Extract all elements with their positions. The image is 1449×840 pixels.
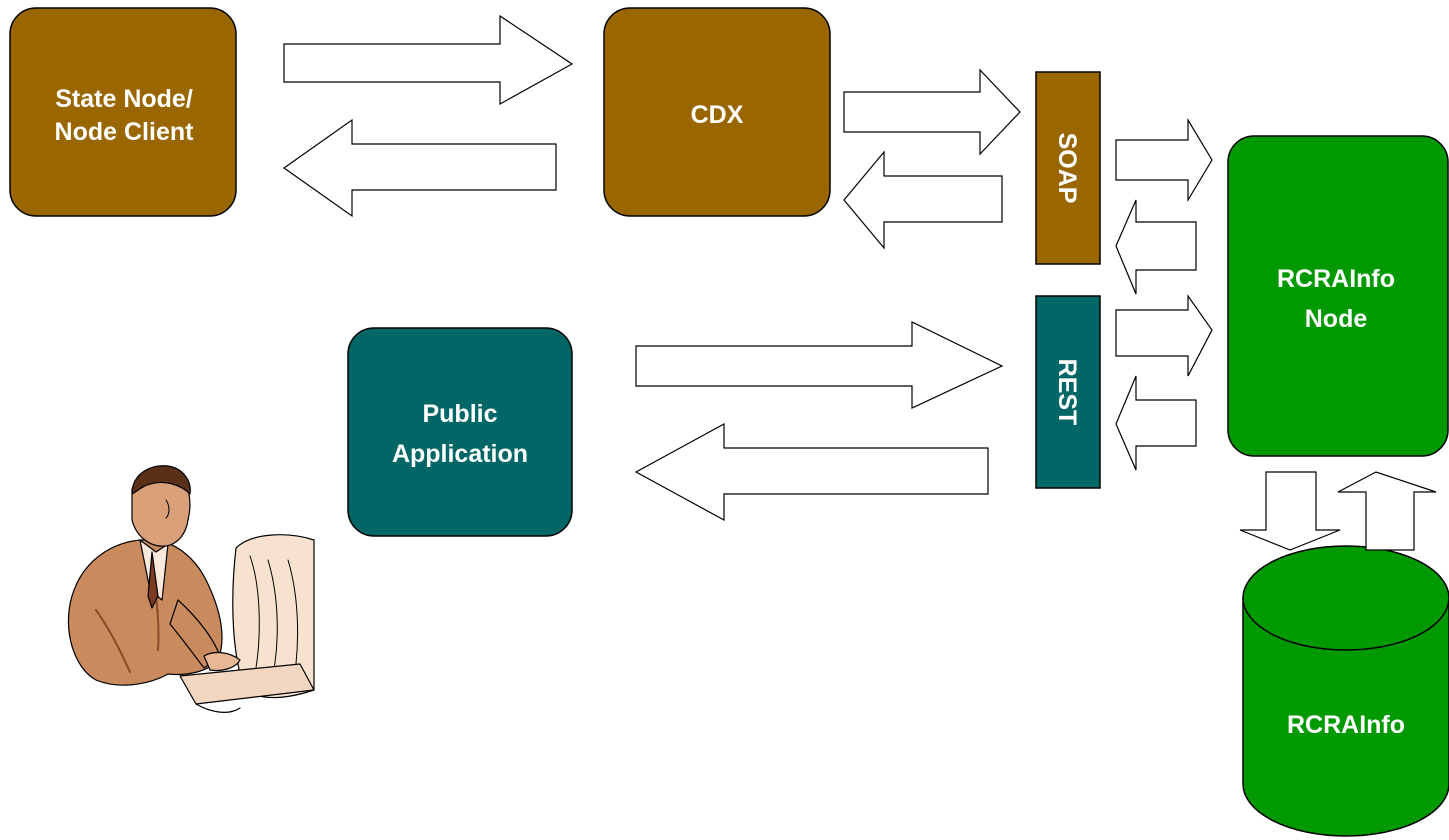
person-hair — [131, 465, 191, 495]
rcrainfo-db-body — [1242, 597, 1449, 837]
computer-monitor — [232, 534, 315, 699]
rest-shape — [1035, 295, 1101, 489]
cdx-box: CDX — [603, 7, 831, 217]
arrow-node-to-soap — [1115, 199, 1197, 295]
rcrainfo-node-shape — [1227, 135, 1449, 457]
rest-box: REST — [1035, 295, 1101, 489]
computer-keyboard — [179, 663, 315, 705]
arrow-node-to-db — [1239, 471, 1341, 551]
cdx-label: CDX — [691, 101, 744, 129]
state-node-label-line1: State Node/ — [55, 85, 193, 113]
rcrainfo-node-box: RCRAInfo Node — [1227, 135, 1449, 457]
state-node-shape — [9, 7, 237, 217]
database-cylinder-icon: RCRAInfo — [1242, 545, 1449, 837]
arrow-rest-to-node — [1115, 294, 1213, 377]
state-node-box: State Node/ Node Client — [9, 7, 237, 217]
public-application-label-line2: Application — [392, 440, 528, 468]
public-application-box: Public Application — [347, 327, 573, 537]
rcrainfo-db-label: RCRAInfo — [1287, 711, 1405, 739]
arrow-state-to-cdx — [283, 14, 574, 106]
state-node-label-line2: Node Client — [55, 118, 195, 146]
arrow-soap-to-cdx — [843, 150, 1003, 250]
soap-box: SOAP — [1035, 71, 1101, 265]
arrow-public-to-rest — [635, 321, 1004, 409]
person-at-computer-icon — [67, 465, 315, 713]
rcrainfo-node-label-line1: RCRAInfo — [1277, 265, 1395, 293]
public-application-shape — [347, 327, 573, 537]
public-application-label-line1: Public — [422, 400, 497, 428]
arrow-db-to-node — [1337, 471, 1437, 551]
person-hand — [203, 651, 241, 672]
rcrainfo-db-top — [1242, 545, 1449, 651]
arrow-node-to-rest — [1115, 375, 1197, 471]
soap-shape — [1035, 71, 1101, 265]
soap-label: SOAP — [1053, 133, 1081, 204]
arrow-rest-to-public — [634, 422, 989, 522]
cdx-shape — [603, 7, 831, 217]
arrow-cdx-to-soap — [843, 68, 1021, 156]
arrow-soap-to-node — [1115, 117, 1213, 203]
rest-label: REST — [1053, 359, 1081, 426]
rcrainfo-node-label-line2: Node — [1305, 305, 1368, 333]
arrow-cdx-to-state — [282, 118, 557, 218]
